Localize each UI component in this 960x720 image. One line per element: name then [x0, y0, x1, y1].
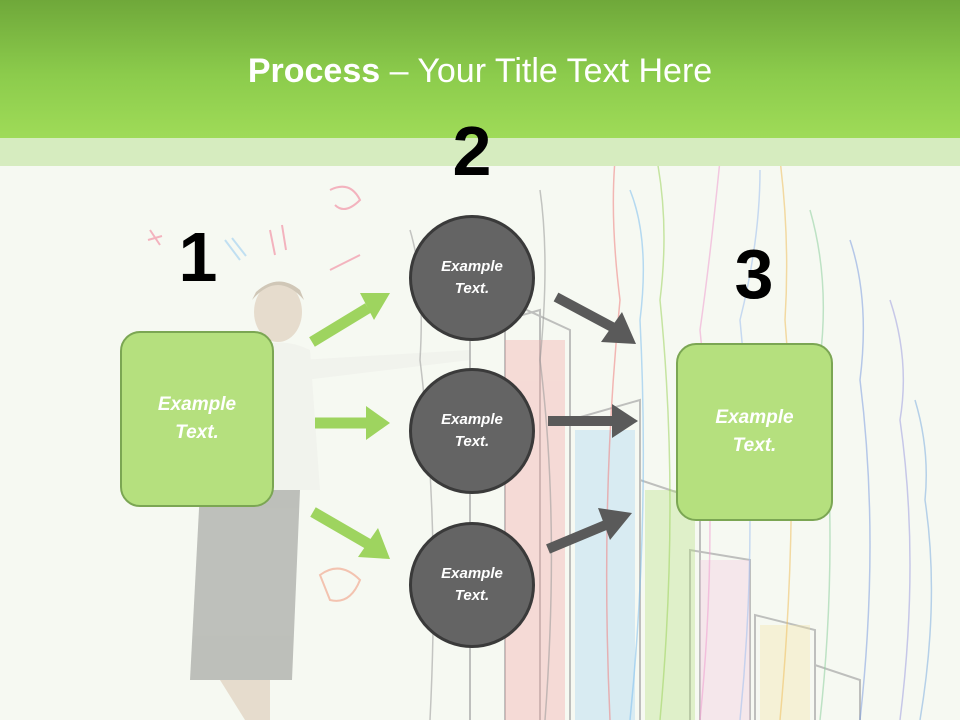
- green-arrow-up: [309, 293, 390, 347]
- step-number-1: 1: [178, 218, 218, 296]
- circle-bottom: Example Text.: [409, 522, 535, 648]
- step-number-3: 3: [734, 235, 774, 313]
- circle-middle: Example Text.: [409, 368, 535, 494]
- green-arrow-down: [310, 507, 390, 559]
- right-text-box: Example Text.: [676, 343, 833, 521]
- slide-title: Process – Your Title Text Here: [0, 52, 960, 91]
- circle-top-label: Example Text.: [441, 257, 503, 298]
- circle-top: Example Text.: [409, 215, 535, 341]
- title-bold: Process: [247, 52, 381, 90]
- left-text-box: Example Text.: [120, 331, 274, 507]
- header-band: [0, 138, 960, 166]
- circle-bottom-label: Example Text.: [441, 564, 503, 605]
- circle-middle-label: Example Text.: [441, 410, 503, 451]
- green-arrow-right: [315, 406, 390, 440]
- header-bar: [0, 0, 960, 138]
- gray-arrow-up: [546, 508, 632, 554]
- left-box-label: Example Text.: [157, 393, 237, 444]
- step-number-2: 2: [452, 112, 492, 190]
- right-box-label: Example Text.: [715, 406, 794, 457]
- gray-arrow-right: [548, 404, 638, 438]
- title-rest: – Your Title Text Here: [380, 52, 713, 90]
- gray-arrow-down: [553, 292, 636, 344]
